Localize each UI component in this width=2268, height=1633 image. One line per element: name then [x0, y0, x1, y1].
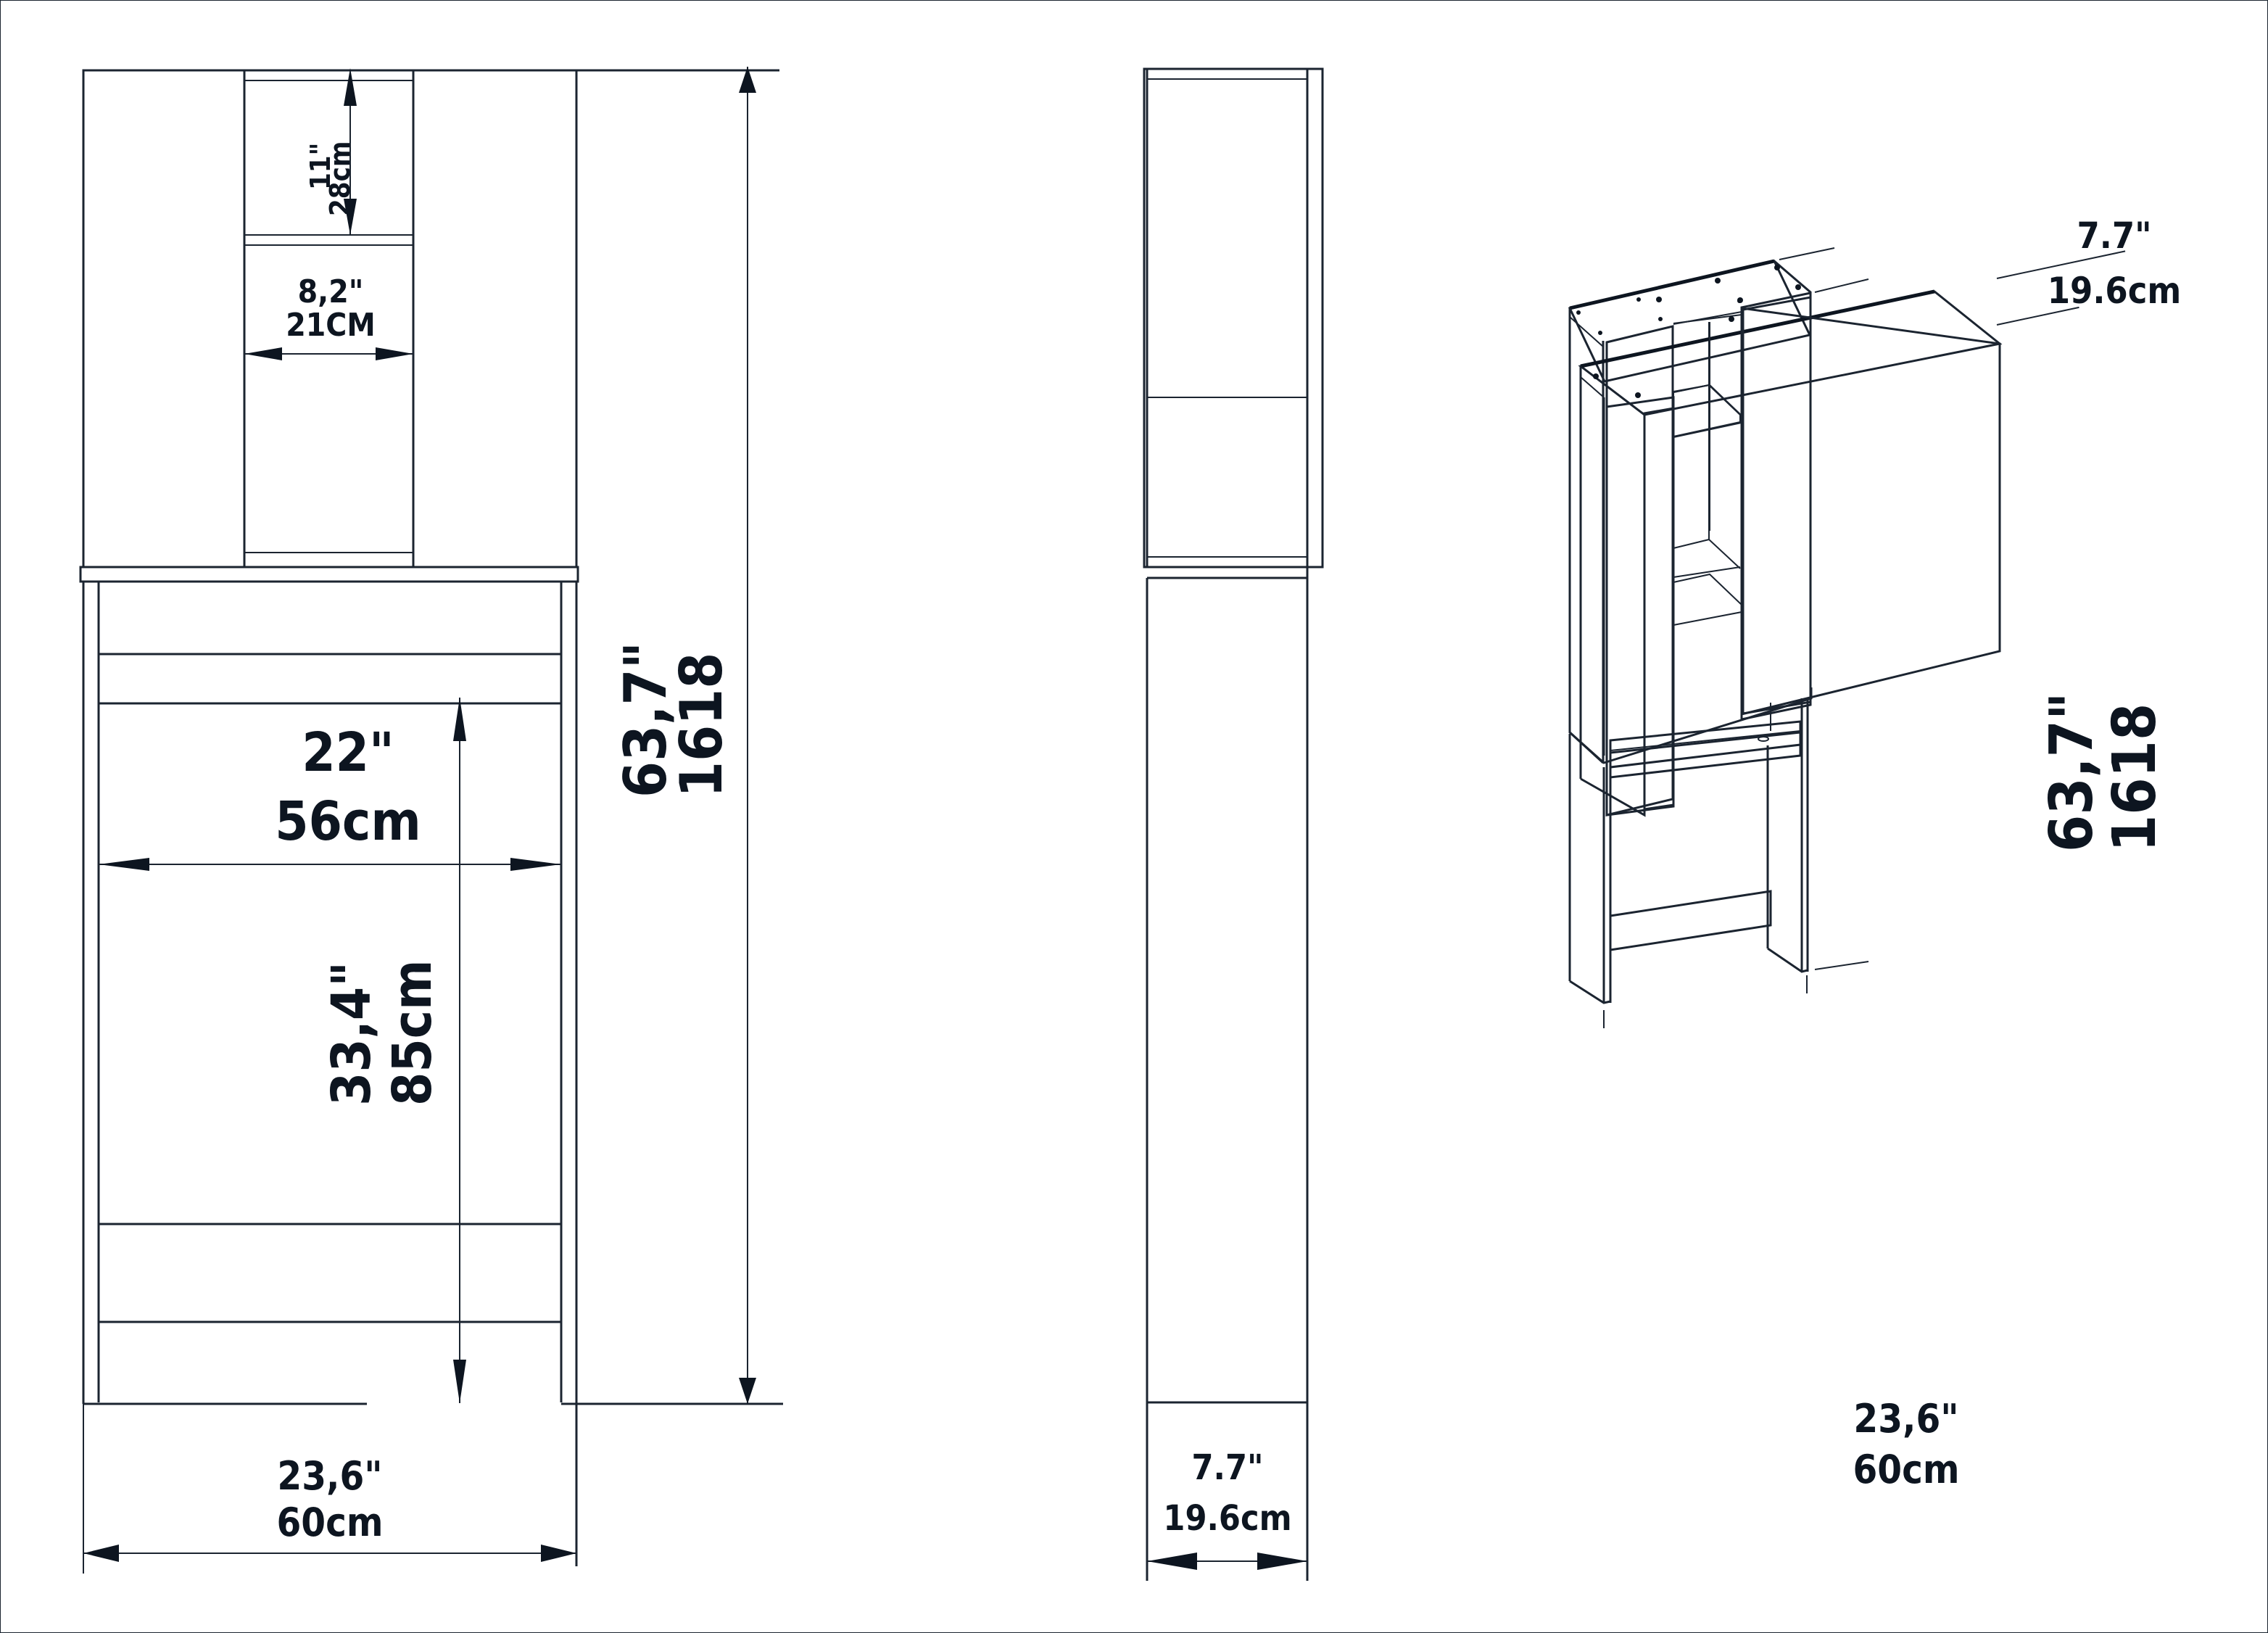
shelf-width-cm: 21CM [286, 307, 376, 344]
perspective-height-inch: 63,7" [2037, 693, 2106, 852]
shelf-width-inch: 8,2" [298, 273, 364, 310]
perspective-depth-cm: 19.6cm [2048, 270, 2182, 312]
perspective-height-mm: 1618 [2101, 703, 2169, 852]
top-panel [79, 566, 579, 583]
front-view: 11" 28cm 8,2" 21CM 22" 56cm 33,4" 85cm 6… [79, 67, 783, 1574]
side-depth-cm: 19.6cm [1163, 1498, 1291, 1539]
inner-width-inch: 22" [302, 722, 394, 784]
total-height-inch: 63,7" [612, 642, 679, 798]
total-width-inch: 23,6" [277, 1453, 382, 1499]
side-depth-inch: 7.7" [1192, 1447, 1264, 1488]
perspective-labels: 7.7" 19.6cm 63,7" 1618 23,6" 60cm [1853, 215, 2181, 1492]
side-upper-outline [1143, 67, 1324, 569]
perspective-width-inch: 23,6" [1853, 1396, 1958, 1442]
perspective-width-cm: 60cm [1853, 1447, 1959, 1492]
shelf-height-cm: 28cm [324, 141, 356, 216]
shelf-height-inch: 11" [305, 143, 336, 190]
inner-height-cm: 85cm [381, 960, 444, 1106]
inner-width-cm: 56cm [275, 790, 421, 853]
total-height-mm: 1618 [668, 653, 735, 798]
inner-height-inch: 33,4" [320, 962, 383, 1106]
perspective-depth-inch: 7.7" [2077, 215, 2151, 257]
side-view: 7.7" 19.6cm [1143, 67, 1324, 1581]
total-width-cm: 60cm [276, 1500, 383, 1545]
